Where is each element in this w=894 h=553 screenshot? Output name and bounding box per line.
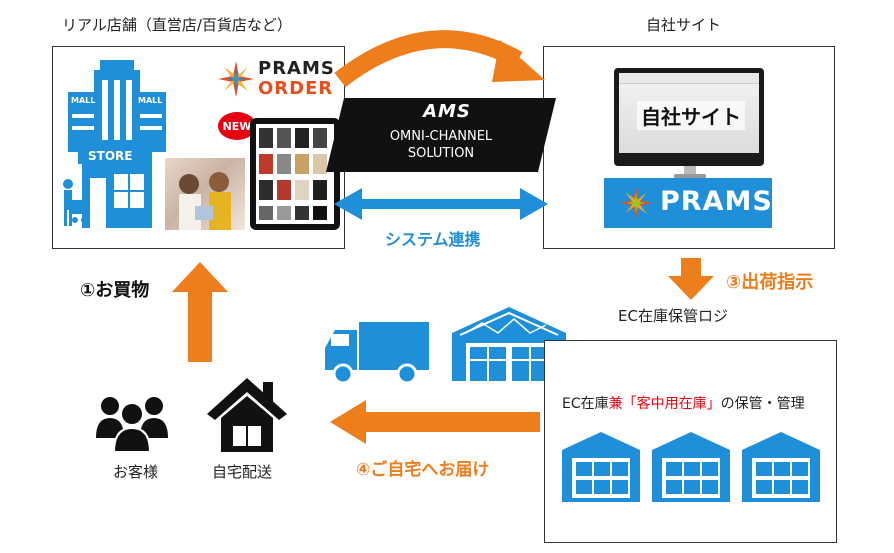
new-badge: NEW [218,112,256,140]
prams-order-line2: ORDER [258,78,334,99]
delivery-truck-icon [325,322,429,384]
monitor-device: 自社サイト [614,68,764,166]
customers-icon [96,397,168,452]
system-link-double-arrow [334,188,548,220]
ams-logo: AMS [423,101,471,122]
own-site-title: 自社サイト [646,16,722,34]
mall-sign-left: MALL [71,96,96,105]
monitor-screen-text: 自社サイト [637,101,745,130]
ams-line1: OMNI-CHANNEL [389,129,493,144]
store-title: リアル店舗（直営店/百貨店など） [62,16,292,34]
logistics-desc-prefix: EC在庫 [562,396,609,412]
storage-warehouse-icon-2 [652,432,730,502]
step3-label: ③出荷指示 [726,272,814,293]
prams-banner-text: PRAMS [660,186,773,217]
prams-order-line1: PRAMS [258,58,335,79]
step1-up-arrow [172,262,228,362]
ams-banner-shape [326,98,556,172]
step4-left-arrow [330,400,540,444]
store-sign: STORE [88,149,133,163]
monitor-screen: 自社サイト [619,73,759,153]
orange-arc-arrow [334,30,545,88]
customers-label: お客様 [113,463,159,481]
storage-warehouse-icon-3 [742,432,820,502]
step3-down-arrow [668,258,714,300]
system-link-label: システム連携 [385,230,481,249]
step1-label: ①お買物 [80,280,150,301]
ams-line2: SOLUTION [407,146,475,161]
prams-banner: PRAMS [604,178,772,228]
mall-sign-right: MALL [138,96,163,105]
monitor-stand-icon [674,166,706,179]
tablet-device [250,118,340,230]
staff-photo [165,158,245,230]
storage-warehouse-icon-1 [562,432,640,502]
logistics-title: EC在庫保管ロジ [618,307,728,325]
tablet-screen [256,124,334,224]
prams-star-icon [619,186,653,220]
mall-building-icon [68,60,166,152]
step4-label: ④ご自宅へお届け [356,460,490,480]
house-icon [207,378,287,452]
store-front-icon [63,144,152,228]
home-label: 自宅配送 [212,463,273,481]
logistics-desc-suffix: の保管・管理 [720,396,805,412]
logistics-desc-highlight: 兼「客中用在庫」 [608,396,721,412]
new-badge-text: NEW [222,119,252,133]
logistics-desc: EC在庫兼「客中用在庫」の保管・管理 [562,393,805,413]
warehouse-icon [452,307,566,381]
prams-order-star-icon [218,61,254,97]
